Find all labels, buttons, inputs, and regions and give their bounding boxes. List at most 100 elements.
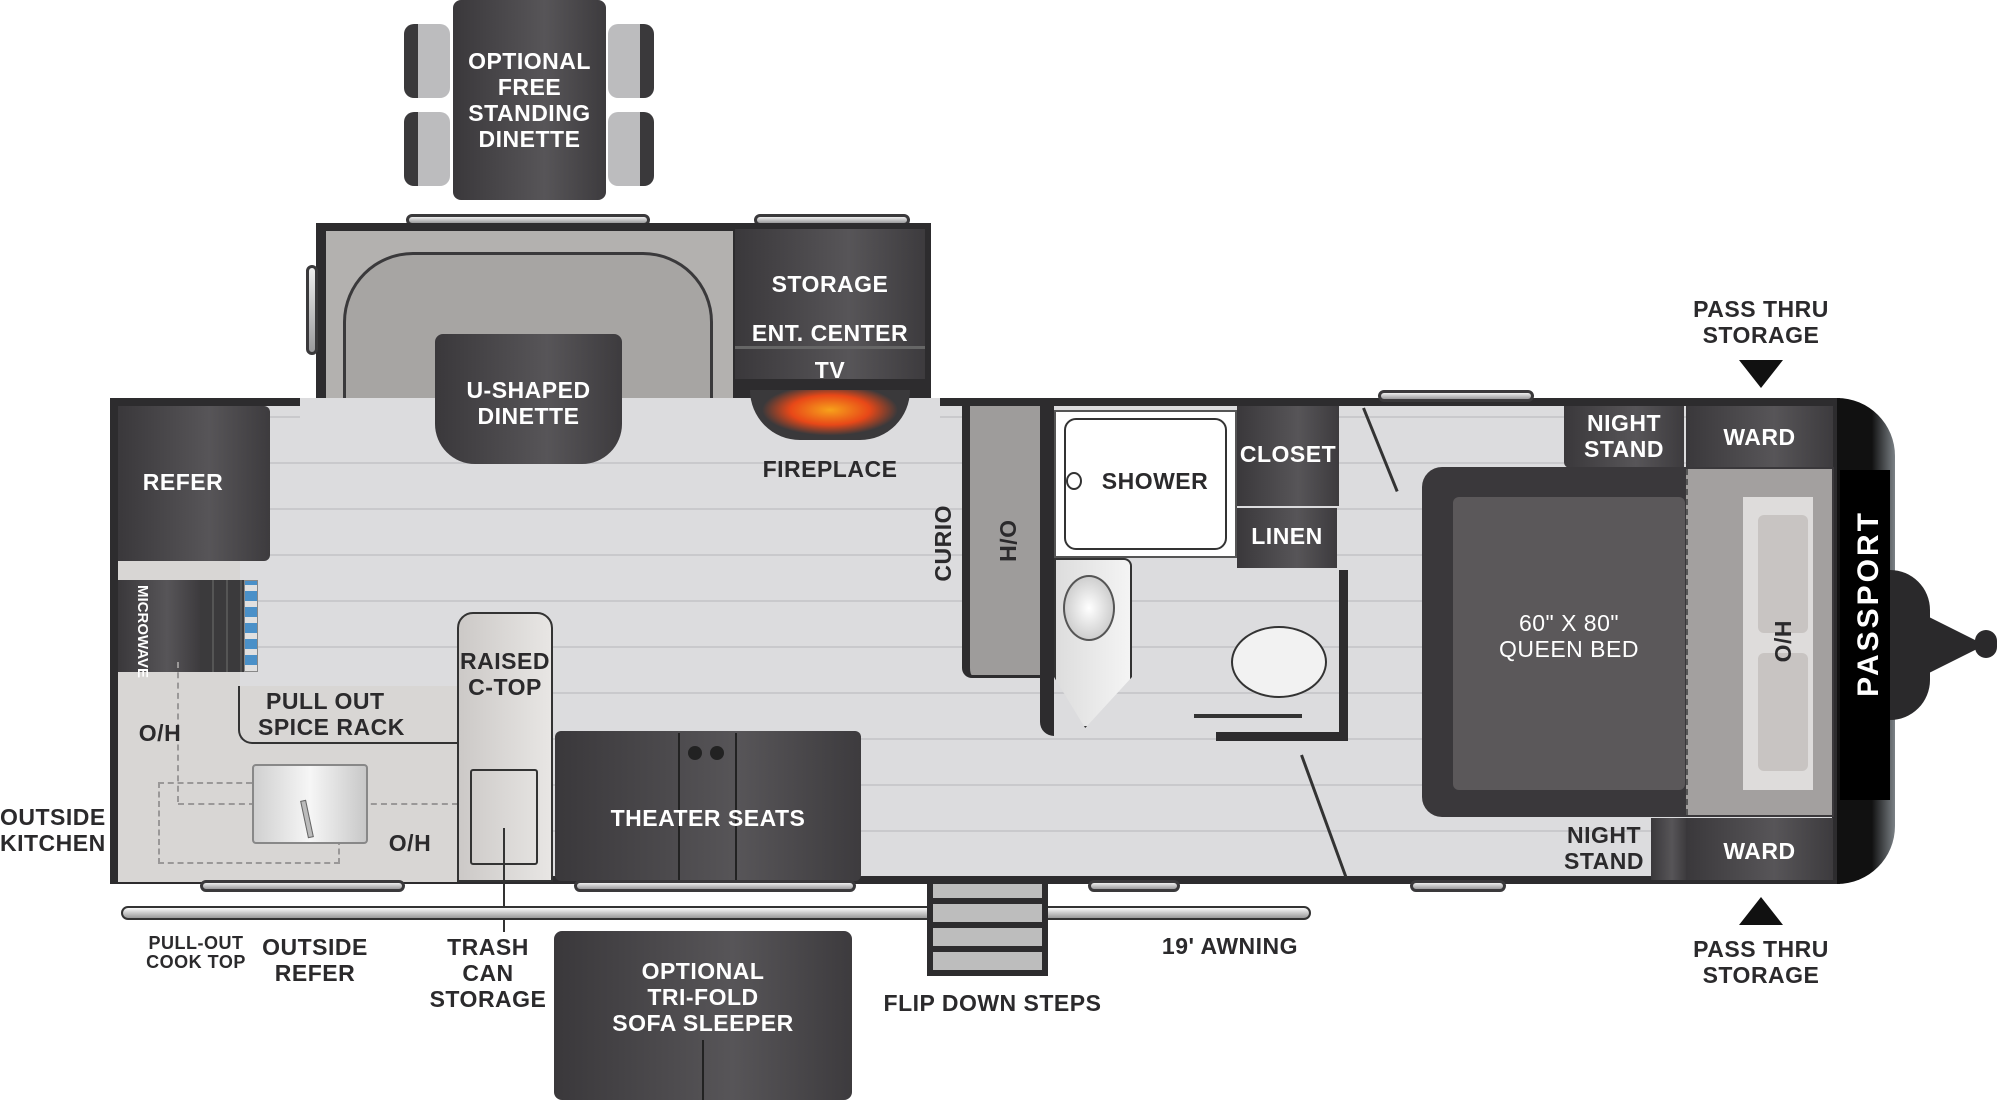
label-line: SOFA SLEEPER bbox=[612, 1010, 794, 1036]
label-line: OUTSIDE bbox=[0, 804, 106, 830]
label-line: STORAGE bbox=[1702, 962, 1820, 988]
seat-divider bbox=[678, 733, 680, 881]
label-line: STORAGE bbox=[429, 986, 547, 1012]
mattress bbox=[1453, 497, 1685, 790]
shower bbox=[1054, 410, 1237, 558]
outside-refer-label: OUTSIDE REFER bbox=[255, 934, 375, 986]
label-line: REFER bbox=[274, 960, 356, 986]
window bbox=[1410, 880, 1506, 892]
label-line: STANDING bbox=[468, 100, 591, 126]
pillow bbox=[1758, 515, 1808, 633]
night-stand-bottom-label: NIGHT STAND bbox=[1558, 822, 1650, 874]
night-stand-top bbox=[1564, 406, 1684, 468]
label-line: STAND bbox=[1583, 436, 1664, 462]
label-line: KITCHEN bbox=[0, 830, 106, 856]
bath-door-jamb bbox=[1216, 732, 1348, 741]
chair bbox=[608, 24, 654, 98]
label-line: OUTSIDE bbox=[262, 934, 368, 960]
label-line: CAN bbox=[462, 960, 514, 986]
bath-door bbox=[1194, 714, 1302, 718]
storage-label: STORAGE bbox=[771, 271, 889, 297]
bath-sink bbox=[1063, 575, 1115, 641]
microwave-label: MICROWAVE bbox=[134, 585, 151, 679]
chair bbox=[608, 112, 654, 186]
tri-fold-label: OPTIONAL TRI-FOLD SOFA SLEEPER bbox=[554, 958, 852, 1036]
chair bbox=[404, 24, 450, 98]
flip-down-steps bbox=[927, 884, 1048, 976]
spice-rack-counter bbox=[238, 686, 458, 744]
hitch-ball bbox=[1975, 630, 1997, 658]
passport-logo: PASSPORT bbox=[1852, 510, 1885, 697]
drain-icon bbox=[1066, 472, 1082, 490]
ent-center-label: ENT. CENTER bbox=[751, 320, 909, 346]
divider bbox=[735, 346, 925, 349]
window bbox=[200, 880, 405, 892]
flip-steps-label: FLIP DOWN STEPS bbox=[883, 990, 1102, 1016]
window bbox=[574, 880, 856, 892]
arrow-up-icon bbox=[1739, 897, 1783, 925]
linen-label: LINEN bbox=[1251, 523, 1323, 549]
night-stand-top-label: NIGHT STAND bbox=[1564, 410, 1684, 462]
ward-bottom-label: WARD bbox=[1723, 838, 1796, 864]
label-line: TRI-FOLD bbox=[647, 984, 759, 1010]
label-line: PASS THRU bbox=[1693, 936, 1829, 962]
awning-label: 19' AWNING bbox=[1161, 933, 1299, 959]
closet-label: CLOSET bbox=[1239, 441, 1337, 467]
outside-kitchen-label: OUTSIDE KITCHEN bbox=[0, 804, 106, 856]
label-line: PASS THRU bbox=[1693, 296, 1829, 322]
ward-top bbox=[1686, 406, 1833, 468]
label-line: DINETTE bbox=[477, 403, 580, 429]
pullout-cooktop-label: PULL-OUT COOK TOP bbox=[138, 934, 254, 972]
theater-seats bbox=[555, 731, 861, 881]
trash-leader-line bbox=[503, 828, 505, 932]
fireplace-label: FIREPLACE bbox=[762, 456, 898, 482]
closet bbox=[1237, 406, 1339, 506]
oh-label: O/H bbox=[995, 520, 1021, 563]
u-dinette-label: U-SHAPED DINETTE bbox=[435, 377, 622, 429]
fireplace-icon bbox=[750, 390, 910, 440]
label-line: DINETTE bbox=[478, 126, 581, 152]
bed-label: 60" X 80" QUEEN BED bbox=[1453, 610, 1685, 662]
shower-pan bbox=[1064, 418, 1227, 550]
spice-rack-label: PULL OUT SPICE RACK bbox=[258, 688, 408, 740]
seat-divider bbox=[735, 733, 737, 881]
hitch bbox=[1890, 570, 1930, 720]
label-line: U-SHAPED bbox=[466, 377, 591, 403]
label-line: SPICE RACK bbox=[258, 714, 405, 740]
tv-label: TV bbox=[814, 357, 846, 383]
pillow bbox=[1758, 653, 1808, 771]
label-line: NIGHT bbox=[1566, 822, 1642, 848]
oh-label: O/H bbox=[138, 720, 182, 746]
label-line: FREE bbox=[497, 74, 562, 100]
pass-thru-bottom-label: PASS THRU STORAGE bbox=[1680, 936, 1842, 988]
cooktop-outline bbox=[177, 662, 179, 802]
label-line: 60" X 80" bbox=[1518, 610, 1620, 636]
linen bbox=[1237, 508, 1337, 568]
label-line: PULL-OUT bbox=[148, 933, 244, 953]
pass-thru-top-label: PASS THRU STORAGE bbox=[1680, 296, 1842, 348]
logo bbox=[1840, 470, 1890, 800]
ward-top-label: WARD bbox=[1723, 424, 1796, 450]
curio-label: CURIO bbox=[930, 505, 956, 582]
oh-label: O/H bbox=[1770, 620, 1796, 663]
label-line: C-TOP bbox=[468, 674, 542, 700]
awning-bar bbox=[121, 906, 1311, 920]
toilet bbox=[1231, 626, 1327, 698]
bath-wall bbox=[1040, 406, 1054, 736]
label-line: RAISED bbox=[460, 648, 550, 674]
shower-label: SHOWER bbox=[1101, 468, 1209, 494]
window bbox=[306, 265, 318, 355]
sofa-divider bbox=[702, 1040, 704, 1100]
window bbox=[1378, 390, 1534, 402]
label-line: STORAGE bbox=[1702, 322, 1820, 348]
optional-dinette-label: OPTIONAL FREE STANDING DINETTE bbox=[453, 48, 606, 152]
cup-holder-icon bbox=[688, 746, 702, 760]
night-stand-bottom-base bbox=[1651, 818, 1686, 880]
label-line: NIGHT bbox=[1586, 410, 1662, 436]
label-line: PULL OUT bbox=[266, 688, 385, 714]
chair bbox=[404, 112, 450, 186]
label-line: COOK TOP bbox=[146, 952, 246, 972]
dinette-table bbox=[453, 0, 606, 200]
cooktop-knobs bbox=[244, 580, 258, 672]
microwave bbox=[118, 580, 200, 672]
